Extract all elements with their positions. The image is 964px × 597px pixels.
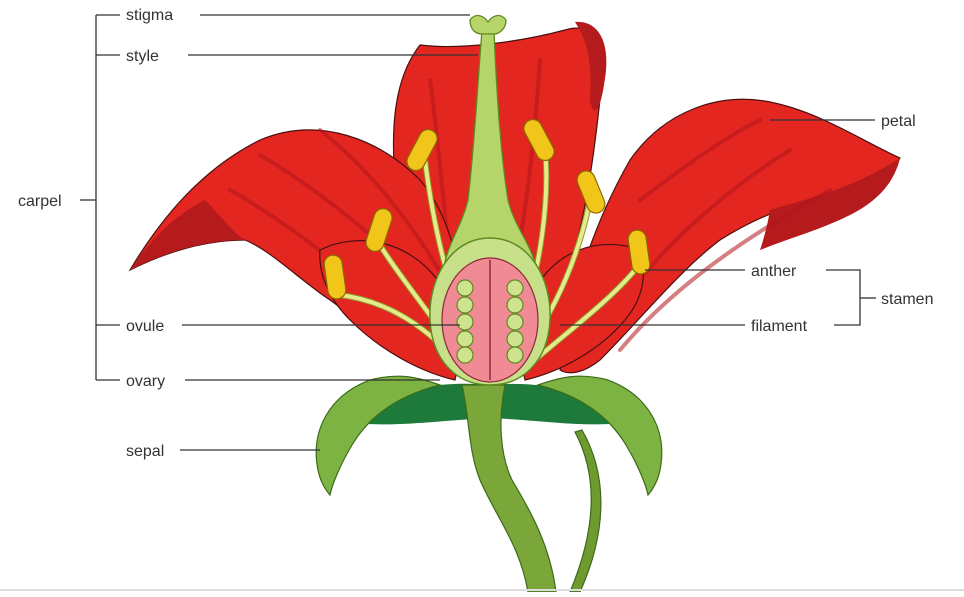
label-ovary: ovary: [126, 373, 165, 390]
label-carpel: carpel: [18, 193, 62, 210]
label-ovule: ovule: [126, 318, 164, 335]
stigma: [470, 16, 506, 34]
label-style: style: [126, 48, 159, 65]
label-stamen: stamen: [881, 291, 933, 308]
label-filament: filament: [751, 318, 808, 335]
label-anther: anther: [751, 263, 797, 280]
label-sepal: sepal: [126, 443, 164, 460]
label-petal: petal: [881, 113, 916, 130]
label-stigma: stigma: [126, 7, 173, 24]
